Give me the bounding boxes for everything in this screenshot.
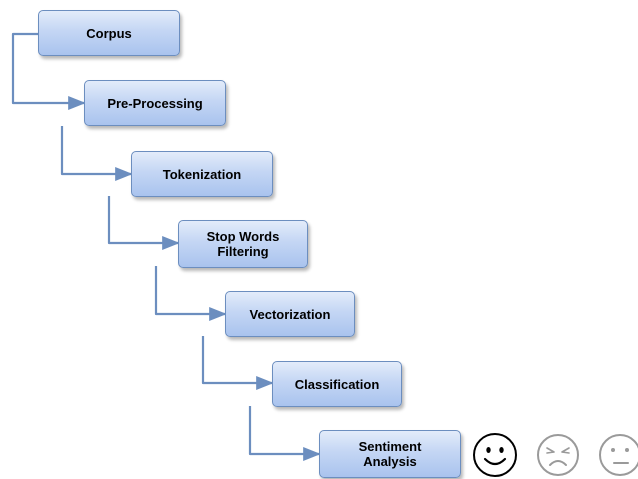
angry-face-icon	[537, 434, 579, 476]
step-vectorization-label: Vectorization	[249, 306, 331, 322]
step-pre-processing-label: Pre-Processing	[107, 95, 203, 111]
step-vectorization: Vectorization	[225, 291, 355, 337]
step-tokenization: Tokenization	[131, 151, 273, 197]
connector-classification-to-sentiment	[248, 406, 321, 462]
happy-face-icon	[473, 433, 517, 477]
step-classification: Classification	[272, 361, 402, 407]
neutral-face-icon	[599, 434, 638, 476]
connector-corpus-to-preprocessing	[11, 32, 86, 111]
step-stop-words-filtering-label: Stop Words Filtering	[206, 229, 280, 259]
step-corpus-label: Corpus	[86, 25, 132, 41]
connector-stopwords-to-vectorization	[154, 266, 227, 322]
step-stop-words-filtering: Stop Words Filtering	[178, 220, 308, 268]
step-classification-label: Classification	[294, 376, 380, 392]
connector-tokenization-to-stopwords	[107, 196, 180, 251]
neutral-face-clip	[598, 433, 638, 479]
connector-preprocessing-to-tokenization	[60, 126, 133, 182]
connector-vectorization-to-classification	[201, 336, 274, 391]
step-pre-processing: Pre-Processing	[84, 80, 226, 126]
step-corpus: Corpus	[38, 10, 180, 56]
step-tokenization-label: Tokenization	[162, 166, 242, 182]
step-sentiment-analysis-label: Sentiment Analysis	[358, 439, 422, 469]
step-sentiment-analysis: Sentiment Analysis	[319, 430, 461, 478]
